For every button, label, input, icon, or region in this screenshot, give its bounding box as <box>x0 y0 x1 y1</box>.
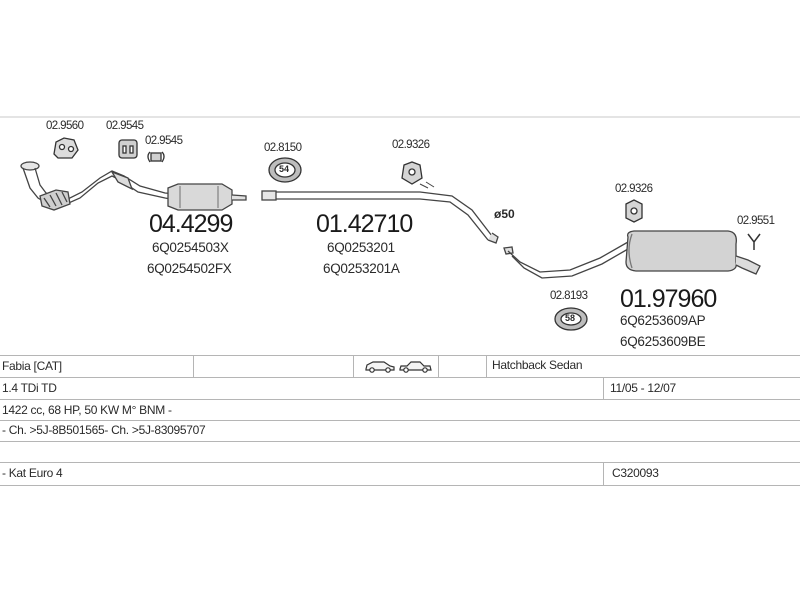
years-cell: 11/05 - 12/07 <box>610 381 676 395</box>
exhaust-diagram <box>0 116 800 331</box>
part-ref: 02.8150 <box>264 142 302 154</box>
catalogue-code-cell: C320093 <box>612 466 659 480</box>
oe-number: 6Q6253609AP <box>620 313 706 328</box>
part-icon-02-9545-a <box>118 139 138 159</box>
catalytic-converter <box>167 183 247 211</box>
section-number: 01.42710 <box>316 210 413 238</box>
sedan-car-icon <box>399 361 432 373</box>
engine-cell: 1.4 TDi TD <box>2 381 57 395</box>
front-pipe <box>20 161 177 211</box>
model-cell: Fabia [CAT] <box>2 359 62 373</box>
section-number: 01.97960 <box>620 285 717 313</box>
body-type-cell: Hatchback Sedan <box>492 358 583 372</box>
part-ref: 02.9326 <box>392 139 430 151</box>
section-number: 04.4299 <box>149 210 233 238</box>
part-ref: 02.9545 <box>145 135 183 147</box>
part-icon-02-9560 <box>53 137 79 159</box>
oe-number: 6Q6253609BE <box>620 334 706 349</box>
part-icon-02-9326-b <box>625 199 643 223</box>
oe-number: 6Q0254502FX <box>147 261 232 276</box>
emission-norm-cell: - Kat Euro 4 <box>2 466 63 480</box>
oe-number: 6Q0253201A <box>323 261 400 276</box>
oe-number: 6Q0253201 <box>327 240 395 255</box>
clamp-size-badge: 54 <box>279 164 290 174</box>
center-pipe <box>261 181 499 244</box>
part-ref: 02.9560 <box>46 120 84 132</box>
part-icon-02-8150 <box>268 157 302 183</box>
spec-cell: 1422 cc, 68 HP, 50 KW M° BNM - <box>2 403 172 417</box>
part-icon-02-9545-b <box>147 151 165 163</box>
part-icon-02-9326-a <box>401 161 423 185</box>
part-icon-02-9551 <box>747 233 761 250</box>
rear-silencer <box>625 230 761 275</box>
car-icons <box>365 361 432 373</box>
chassis-cell: - Ch. >5J-8B501565- Ch. >5J-83095707 <box>2 423 206 437</box>
rear-pipe <box>503 241 629 279</box>
hatchback-car-icon <box>365 361 395 373</box>
part-ref: 02.9326 <box>615 183 653 195</box>
part-ref: 02.9551 <box>737 215 775 227</box>
part-icon-02-8193 <box>554 307 588 331</box>
pipe-diameter-label: ø50 <box>494 207 515 221</box>
part-ref: 02.8193 <box>550 290 588 302</box>
clamp-size-badge: 58 <box>565 313 576 323</box>
part-ref: 02.9545 <box>106 120 144 132</box>
oe-number: 6Q0254503X <box>152 240 229 255</box>
